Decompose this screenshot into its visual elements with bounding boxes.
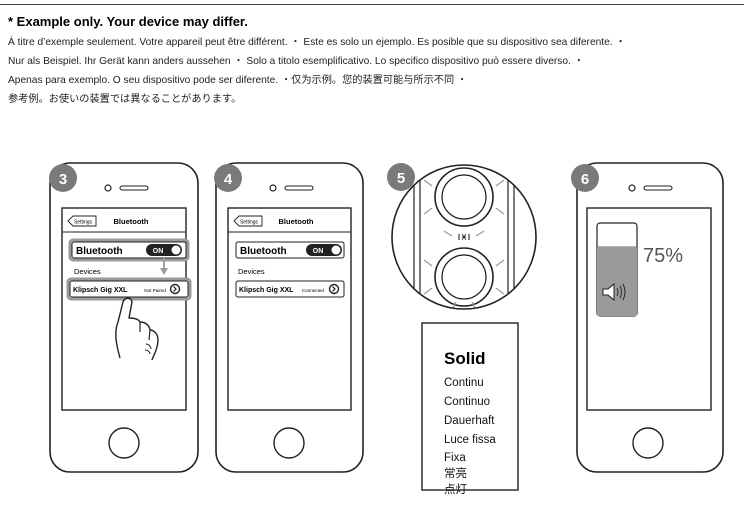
step-number: 4 [224, 171, 233, 188]
device-status: Not Paired [144, 288, 166, 293]
translation-item: Luce fissa [444, 434, 496, 446]
back-button-label: Settings [240, 220, 259, 226]
disclaimer-block: * Example only. Your device may differ. … [8, 13, 738, 109]
back-button[interactable] [67, 215, 97, 227]
device-name: Klipsch Gig XXL [239, 287, 294, 294]
disclaimer-line: Apenas para exemplo. O seu dispositivo p… [8, 75, 468, 86]
chevron-right-icon[interactable] [328, 283, 340, 295]
translation-item: 常亮 [444, 466, 467, 480]
device-name: Klipsch Gig XXL [73, 287, 128, 294]
step-5-speaker: 5 Solid Continu Continuo Dauerhaft Luce … [387, 163, 537, 496]
disclaimer-heading: * Example only. Your device may differ. [8, 14, 248, 29]
toggle-label: Bluetooth [240, 246, 287, 257]
speaker-button-top [434, 167, 494, 227]
translation-item: Fixa [444, 452, 466, 464]
disclaimer-line: À titre d’exemple seulement. Votre appar… [8, 37, 626, 48]
step-number: 3 [59, 171, 67, 188]
step-6-phone: 75% 6 [571, 162, 724, 473]
device-status: Connected [302, 288, 325, 293]
disclaimer-line: 参考例。お使いの装置では異なることがあります。 [8, 94, 242, 105]
step-4-phone: Settings Bluetooth Bluetooth ON Devices … [214, 162, 364, 473]
translation-item: Continuo [444, 396, 490, 408]
toggle-state: ON [313, 248, 324, 255]
chevron-right-icon[interactable] [169, 283, 181, 295]
devices-header: Devices [238, 267, 265, 276]
step-badge [49, 164, 77, 192]
arrow-down-icon [160, 258, 168, 275]
phone-screen [227, 207, 352, 411]
light-rays [423, 179, 505, 309]
screen-title: Bluetooth [114, 217, 149, 226]
home-button [273, 427, 305, 459]
step-3-phone: Settings Bluetooth Bluetooth ON Devices … [49, 162, 199, 473]
step-number: 5 [397, 170, 405, 187]
indicator-label: Solid [444, 349, 486, 368]
device-row[interactable] [69, 280, 189, 298]
home-button [108, 427, 140, 459]
top-divider [0, 4, 744, 5]
translation-item: Dauerhaft [444, 415, 495, 427]
toggle-highlight [68, 238, 190, 262]
disclaimer-line: Nur als Beispiel. Ihr Gerät kann anders … [8, 56, 584, 67]
step-badge [571, 164, 599, 192]
hand-pointer-icon [115, 297, 159, 361]
screen-title: Bluetooth [279, 217, 314, 226]
home-button [632, 427, 664, 459]
translation-item: 点灯 [444, 483, 467, 496]
bluetooth-pair-icon [458, 233, 470, 241]
speaker-icon [602, 282, 626, 302]
back-button-label: Settings [74, 220, 93, 226]
toggle-label: Bluetooth [76, 246, 123, 257]
volume-fill [597, 246, 637, 317]
step-number: 6 [581, 171, 589, 188]
translation-item: Continu [444, 377, 484, 389]
device-row[interactable] [235, 280, 345, 298]
step-badge [214, 164, 242, 192]
toggle-state: ON [153, 248, 164, 255]
volume-percent: 75% [643, 245, 683, 267]
indicator-legend [421, 322, 519, 491]
back-button[interactable] [233, 215, 263, 227]
devices-header: Devices [74, 267, 101, 276]
speaker-button-bottom [434, 247, 494, 307]
step-badge [387, 163, 415, 191]
